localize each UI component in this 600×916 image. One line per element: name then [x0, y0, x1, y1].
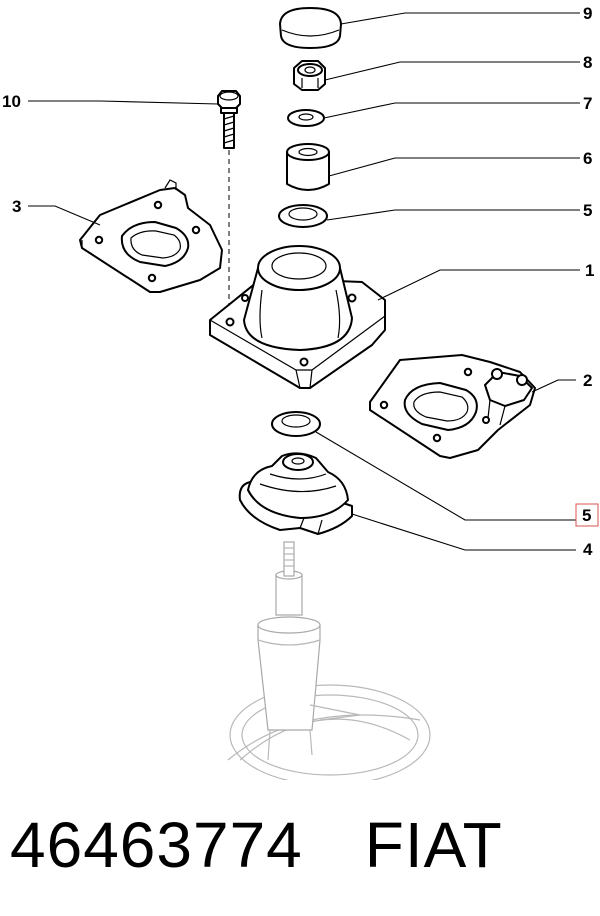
bushing-part-6	[286, 143, 330, 191]
callout-5-upper: 5	[583, 201, 592, 220]
exploded-parts-diagram: 9 8 7 10 6 3 5 1 2 5 4	[2, 4, 599, 780]
callout-3: 3	[12, 197, 21, 216]
shock-absorber-ghost	[227, 541, 431, 780]
callout-5-highlight-box	[575, 503, 599, 527]
bracket-plate-part-2	[369, 354, 536, 459]
callout-5-lower: 5	[582, 506, 591, 525]
washer-part-7	[287, 109, 325, 127]
bolt-part-10	[217, 90, 241, 149]
callout-2: 2	[583, 371, 592, 390]
leader-lines	[28, 12, 580, 551]
callout-6: 6	[583, 149, 592, 168]
strut-mount-part-1	[209, 245, 386, 389]
part-number: 46463774	[10, 809, 303, 881]
brand-name: FIAT	[364, 809, 503, 881]
ring-part-5-upper	[278, 204, 328, 228]
callout-8: 8	[583, 53, 592, 72]
nut-part-8	[293, 60, 326, 91]
part-caption: 46463774 FIAT	[10, 800, 590, 890]
callout-7: 7	[583, 94, 592, 113]
cap-part-9	[279, 7, 342, 49]
callout-9: 9	[583, 4, 592, 23]
callout-1: 1	[585, 261, 594, 280]
callout-4: 4	[583, 540, 593, 559]
dust-boot-part-4	[238, 452, 353, 535]
ring-part-5-lower	[271, 411, 321, 437]
callout-10: 10	[2, 92, 21, 111]
bracket-plate-part-3	[79, 179, 223, 293]
